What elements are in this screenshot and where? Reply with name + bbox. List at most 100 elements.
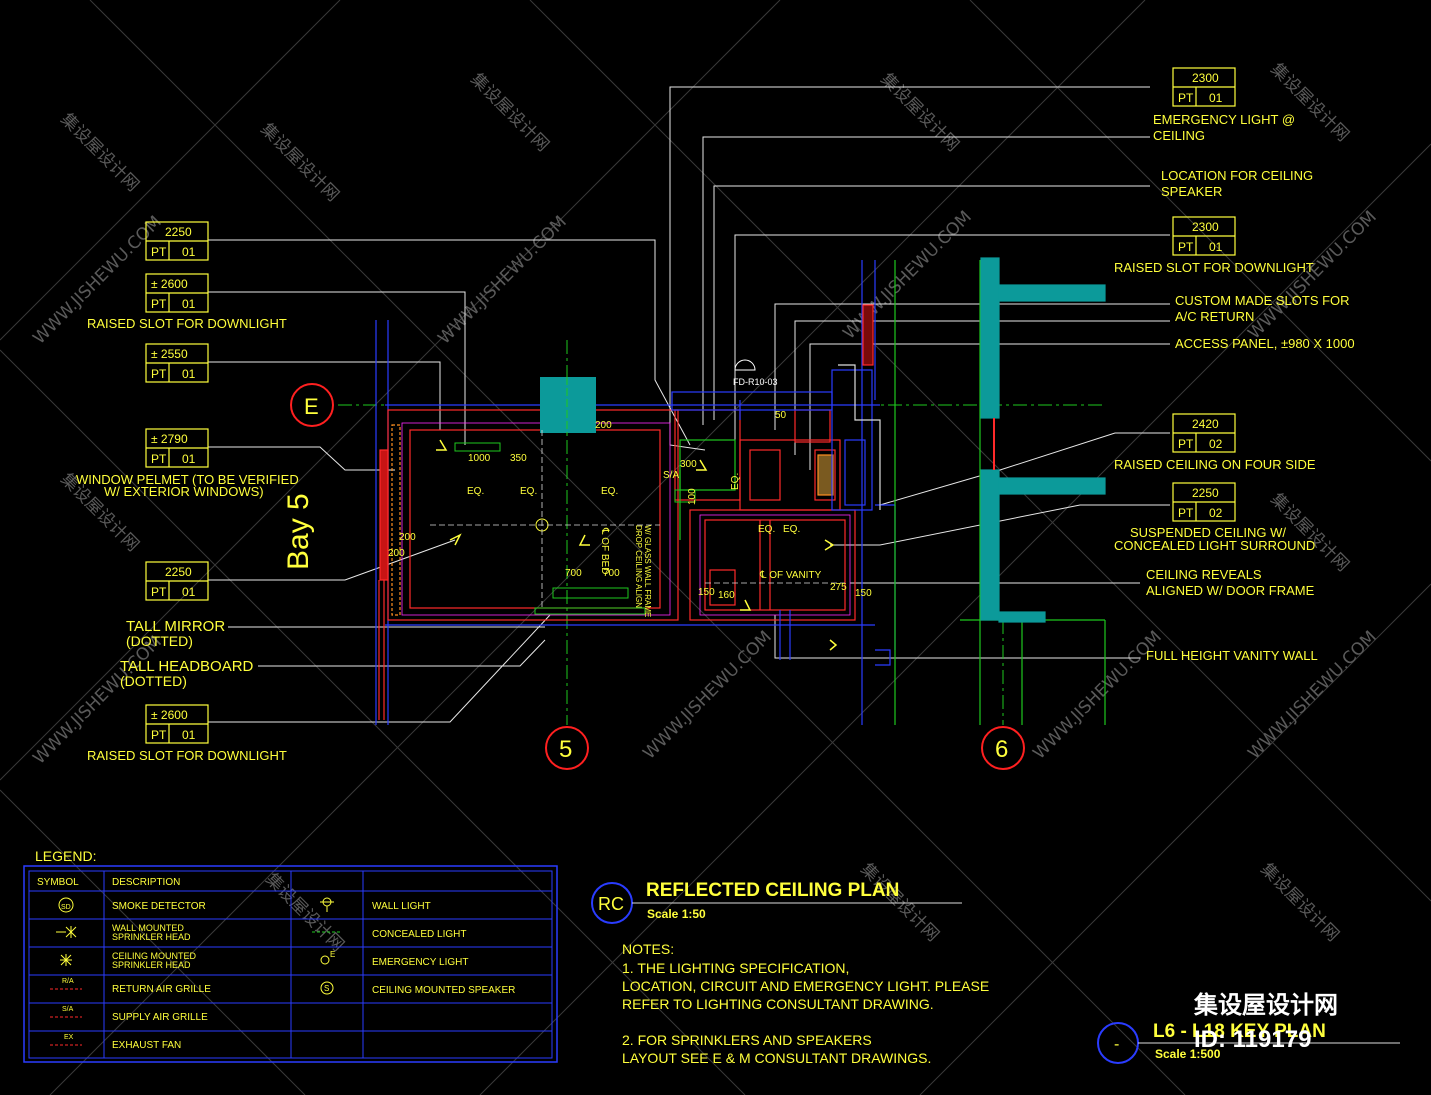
notes-line: LOCATION, CIRCUIT AND EMERGENCY LIGHT. P… bbox=[622, 978, 989, 994]
tag-code: PT bbox=[151, 245, 167, 259]
note-tall-mirror-2: (DOTTED) bbox=[126, 633, 193, 649]
tag-height: 2250 bbox=[165, 225, 192, 239]
svg-text:SMOKE DETECTOR: SMOKE DETECTOR bbox=[112, 901, 206, 912]
notes-line: LAYOUT SEE E & M CONSULTANT DRAWINGS. bbox=[622, 1050, 931, 1066]
svg-text:FD-R10-03: FD-R10-03 bbox=[733, 377, 778, 387]
return-air-grille-icon: R/A bbox=[50, 978, 82, 990]
notes-right: EMERGENCY LIGHT @ CEILING LOCATION FOR C… bbox=[1114, 112, 1355, 663]
grid-bubbles: E 5 6 bbox=[290, 383, 1025, 770]
svg-text:50: 50 bbox=[775, 410, 787, 421]
ceiling-fixtures bbox=[454, 442, 696, 615]
svg-text:200: 200 bbox=[399, 532, 416, 543]
legend-title: LEGEND: bbox=[35, 848, 96, 864]
dimensions: 1000 350 EQ. EQ. EQ. 700 700 200 200 200… bbox=[388, 410, 872, 617]
legend-col-symbol: SYMBOL bbox=[37, 877, 79, 888]
ceiling-tag: 2300 PT 01 bbox=[1172, 67, 1236, 107]
svg-text:1000: 1000 bbox=[468, 453, 491, 464]
ceiling-tag: 2300 PT 01 bbox=[1172, 216, 1236, 256]
watermark-cn-2: 集设屋设计网 bbox=[256, 119, 342, 205]
ceiling-tag: 2420 PT 02 bbox=[1172, 413, 1236, 453]
watermark-cn-10: 集设屋设计网 bbox=[1256, 859, 1342, 945]
brand-watermark: 集设屋设计网 ID: 119179 bbox=[1193, 991, 1338, 1053]
tag-num: 01 bbox=[182, 585, 196, 599]
svg-text:EQ.: EQ. bbox=[758, 524, 775, 535]
exhaust-fan-icon: EX bbox=[50, 1034, 82, 1046]
svg-text:RC: RC bbox=[598, 894, 624, 914]
leader-lines bbox=[208, 86, 1170, 723]
supply-air-grille-icon: S/A bbox=[50, 1006, 82, 1018]
note-speaker-1: LOCATION FOR CEILING bbox=[1161, 168, 1313, 183]
svg-text:RETURN AIR GRILLE: RETURN AIR GRILLE bbox=[112, 984, 211, 995]
note-window-pelmet-1: WINDOW PELMET (TO BE VERIFIED bbox=[76, 472, 299, 487]
title-block: RC REFLECTED CEILING PLAN Scale 1:50 bbox=[591, 880, 962, 924]
svg-text:150: 150 bbox=[698, 587, 715, 598]
svg-text:160: 160 bbox=[718, 590, 735, 601]
watermark-url-2: WWW.JISHEWU.COM bbox=[434, 212, 570, 348]
grid-label-5: 5 bbox=[559, 736, 572, 763]
notes-line: 1. THE LIGHTING SPECIFICATION, bbox=[622, 960, 849, 976]
note-raised-slot-1: RAISED SLOT FOR DOWNLIGHT bbox=[87, 316, 287, 331]
tag-num: 01 bbox=[182, 245, 196, 259]
svg-text:SPRINKLER HEAD: SPRINKLER HEAD bbox=[112, 960, 191, 970]
note-raised-slot: RAISED SLOT FOR DOWNLIGHT bbox=[1114, 260, 1314, 275]
grid-bubble-e bbox=[290, 383, 334, 427]
tag-code: PT bbox=[151, 367, 167, 381]
tag-code: PT bbox=[151, 452, 167, 466]
note-reveals-1: CEILING REVEALS bbox=[1146, 567, 1262, 582]
plan-scale: Scale 1:50 bbox=[647, 907, 706, 921]
note-vanity-wall: FULL HEIGHT VANITY WALL bbox=[1146, 648, 1318, 663]
leader-arrows bbox=[436, 439, 838, 651]
fd-tag: FD-R10-03 bbox=[733, 359, 778, 387]
tag-num: 01 bbox=[182, 367, 196, 381]
svg-text:300: 300 bbox=[680, 459, 697, 470]
svg-text:SD: SD bbox=[61, 904, 71, 911]
tag-code: PT bbox=[1178, 437, 1194, 451]
svg-text:S/A: S/A bbox=[663, 470, 679, 481]
svg-text:EQ.: EQ. bbox=[730, 473, 741, 490]
wall-light-icon bbox=[320, 897, 334, 912]
note-suspended-2: CONCEALED LIGHT SURROUND bbox=[1114, 538, 1315, 553]
watermark-url-4: WWW.JISHEWU.COM bbox=[1244, 207, 1380, 343]
svg-text:DROP CEILING ALIGN: DROP CEILING ALIGN bbox=[634, 525, 643, 608]
key-plan: - L6 - L18 KEY PLAN Scale 1:500 bbox=[1097, 1021, 1400, 1064]
brand-name: 集设屋设计网 bbox=[1193, 991, 1338, 1019]
svg-text:S/A: S/A bbox=[62, 1006, 74, 1013]
tag-num: 01 bbox=[182, 297, 196, 311]
ceiling-tag: 2250 PT 01 bbox=[145, 561, 209, 601]
legend-col-desc: DESCRIPTION bbox=[112, 877, 180, 888]
svg-text:EQ.: EQ. bbox=[783, 524, 800, 535]
grid-bubble-5 bbox=[545, 726, 589, 770]
ac-unit bbox=[540, 377, 596, 433]
tag-height: 2300 bbox=[1192, 71, 1219, 85]
speaker-icon: S bbox=[320, 981, 334, 995]
notes-line: 2. FOR SPRINKLERS AND SPEAKERS bbox=[622, 1032, 872, 1048]
ceiling-tags: 2250 PT 01 ± 2600 PT 01 ± 2550 PT 01 ± 2… bbox=[145, 67, 1236, 744]
grid-bubble-6 bbox=[981, 726, 1025, 770]
ceiling-sprinkler-icon bbox=[60, 954, 72, 966]
tag-num: 02 bbox=[1209, 506, 1223, 520]
notes: NOTES: 1. THE LIGHTING SPECIFICATION, LO… bbox=[622, 941, 989, 1066]
note-raised-ceiling: RAISED CEILING ON FOUR SIDE bbox=[1114, 457, 1316, 472]
svg-text:CONCEALED LIGHT: CONCEALED LIGHT bbox=[372, 929, 466, 940]
svg-text:150: 150 bbox=[855, 588, 872, 599]
tag-height: ± 2600 bbox=[151, 277, 188, 291]
centerlines bbox=[430, 430, 845, 610]
note-window-pelmet-2: W/ EXTERIOR WINDOWS) bbox=[104, 484, 264, 499]
grid-label-e: E bbox=[304, 394, 319, 419]
svg-text:SPRINKLER HEAD: SPRINKLER HEAD bbox=[112, 932, 191, 942]
tag-height: ± 2550 bbox=[151, 347, 188, 361]
tag-code: PT bbox=[151, 297, 167, 311]
svg-text:100: 100 bbox=[687, 488, 698, 505]
watermark-cn-1: 集设屋设计网 bbox=[56, 109, 142, 195]
note-custom-slots-1: CUSTOM MADE SLOTS FOR bbox=[1175, 293, 1350, 308]
tag-num: 01 bbox=[182, 728, 196, 742]
watermark-cn-8: 集设屋设计网 bbox=[261, 869, 347, 955]
svg-text:WALL MOUNTED: WALL MOUNTED bbox=[112, 923, 184, 933]
tag-code: PT bbox=[1178, 91, 1194, 105]
watermark-cn-4: 集设屋设计网 bbox=[876, 69, 962, 155]
grid-label-6: 6 bbox=[995, 736, 1008, 763]
note-suspended-1: SUSPENDED CEILING W/ bbox=[1130, 525, 1286, 540]
note-raised-slot-2: RAISED SLOT FOR DOWNLIGHT bbox=[87, 748, 287, 763]
watermark-cn-3: 集设屋设计网 bbox=[466, 69, 552, 155]
